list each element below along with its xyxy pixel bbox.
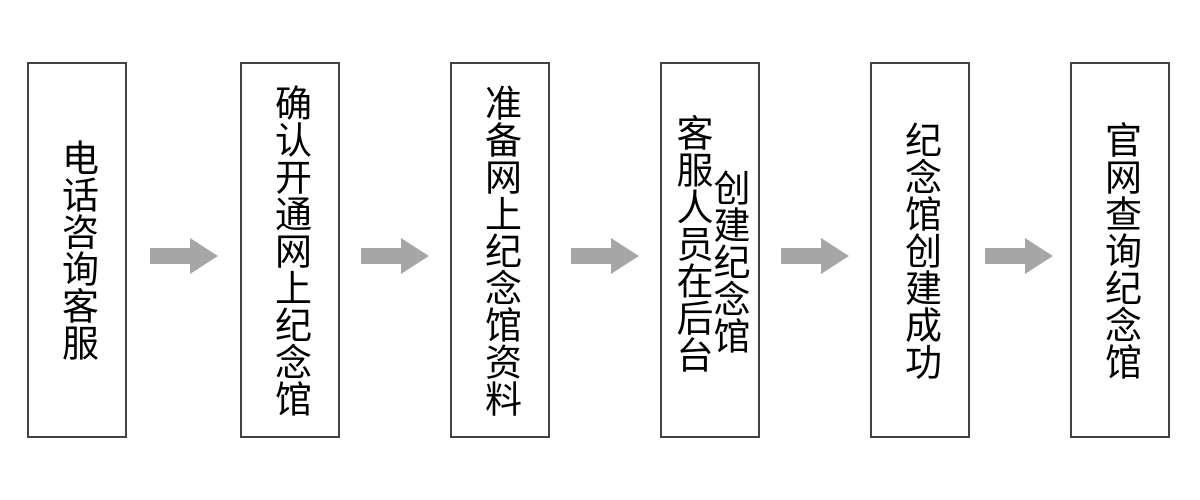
process-step-2-label: 确认开通网上纪念馆 [268, 83, 312, 417]
flow-arrow-4 [781, 236, 849, 276]
process-step-2[interactable]: 确认开通网上纪念馆 [240, 62, 340, 438]
flow-arrow-1 [150, 236, 218, 276]
process-step-4[interactable]: 创建纪念馆 客服人员在后台 [660, 62, 760, 438]
process-step-1[interactable]: 电话咨询客服 [27, 62, 127, 438]
process-step-3[interactable]: 准备网上纪念馆资料 [450, 62, 550, 438]
process-step-5[interactable]: 纪念馆创建成功 [870, 62, 970, 438]
process-step-4-label-column-1: 客服人员在后台 [670, 114, 713, 373]
process-step-1-label: 电话咨询客服 [55, 139, 99, 361]
process-step-6-label: 官网查询纪念馆 [1098, 120, 1142, 380]
process-step-5-label: 纪念馆创建成功 [898, 120, 942, 380]
process-step-3-label: 准备网上纪念馆资料 [478, 83, 522, 417]
process-step-4-label-column-2: 创建纪念馆 [707, 169, 750, 354]
flow-arrow-5 [985, 236, 1053, 276]
flow-arrow-3 [571, 236, 639, 276]
flow-arrow-2 [361, 236, 429, 276]
process-step-6[interactable]: 官网查询纪念馆 [1070, 62, 1170, 438]
